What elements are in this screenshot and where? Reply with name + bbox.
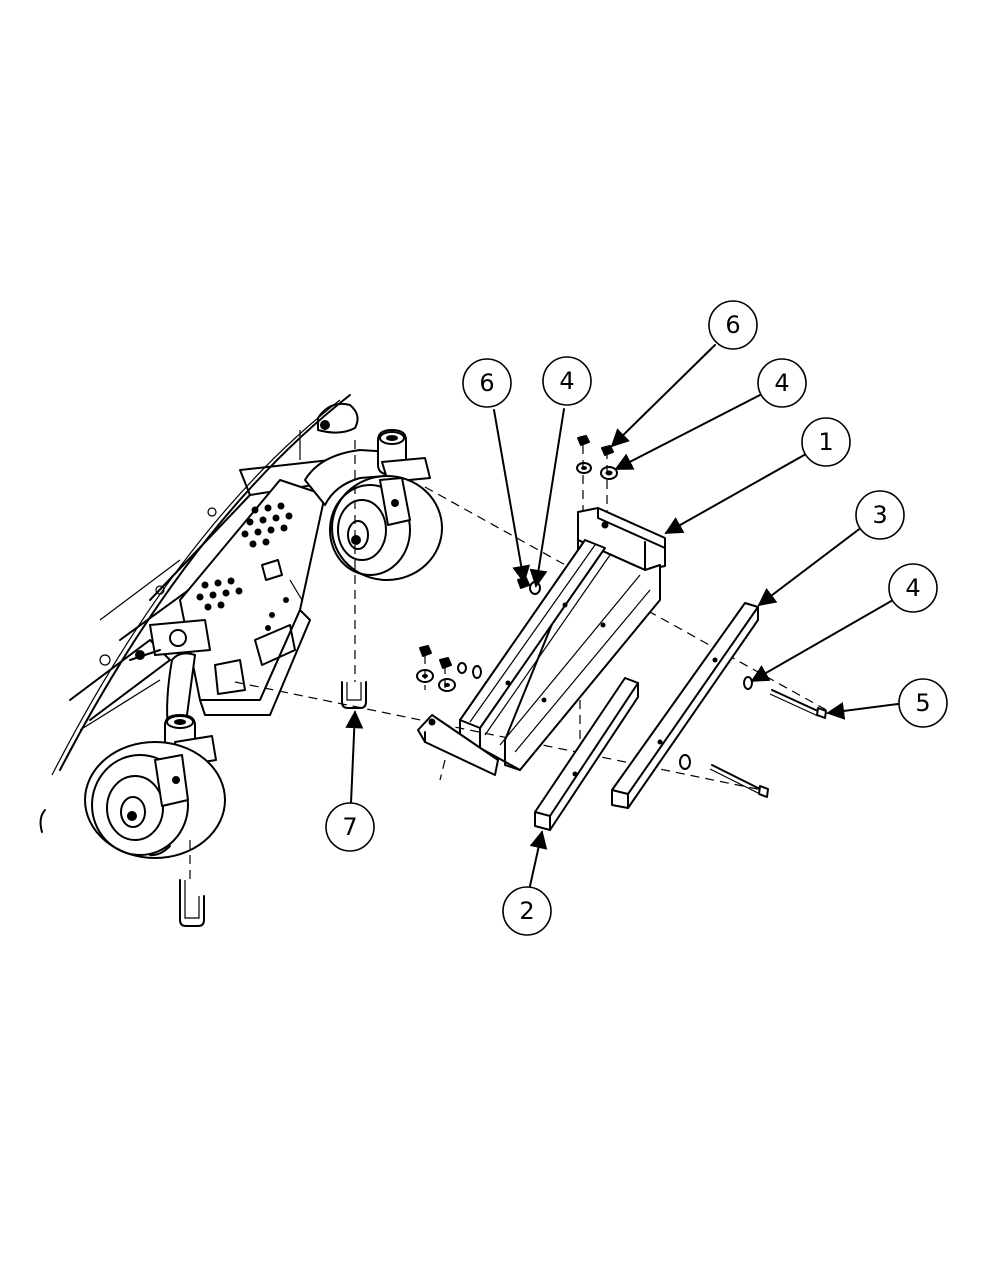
balloon-3: 3 — [855, 490, 905, 540]
balloon-label: 4 — [905, 574, 920, 602]
balloon-4-lower: 4 — [888, 563, 938, 613]
callout-leaders — [345, 344, 899, 887]
balloon-label: 5 — [915, 689, 930, 717]
balloon-4-left: 4 — [542, 356, 592, 406]
balloon-label: 1 — [818, 428, 833, 456]
balloon-4-right: 4 — [757, 358, 807, 408]
long-bar-part — [611, 602, 759, 809]
balloon-6-right: 6 — [708, 300, 758, 350]
balloon-label: 4 — [774, 369, 789, 397]
balloon-5: 5 — [898, 678, 948, 728]
bolts — [709, 689, 827, 798]
u-bolt-lower — [179, 879, 205, 927]
balloon-2: 2 — [502, 886, 552, 936]
balloon-label: 7 — [342, 813, 357, 841]
balloon-label: 2 — [519, 897, 534, 925]
balloon-6-left: 6 — [462, 358, 512, 408]
short-bar-part — [534, 677, 639, 831]
balloon-label: 3 — [872, 501, 887, 529]
upper-caster — [304, 429, 443, 581]
mower-front-assembly — [39, 394, 443, 927]
balloon-label: 4 — [559, 367, 574, 395]
balloon-label: 6 — [479, 369, 494, 397]
balloon-1: 1 — [801, 417, 851, 467]
frame-plate — [179, 479, 326, 716]
lower-caster — [84, 652, 226, 859]
balloon-label: 6 — [725, 311, 740, 339]
hitch-bracket — [417, 507, 666, 776]
balloon-7: 7 — [325, 802, 375, 852]
